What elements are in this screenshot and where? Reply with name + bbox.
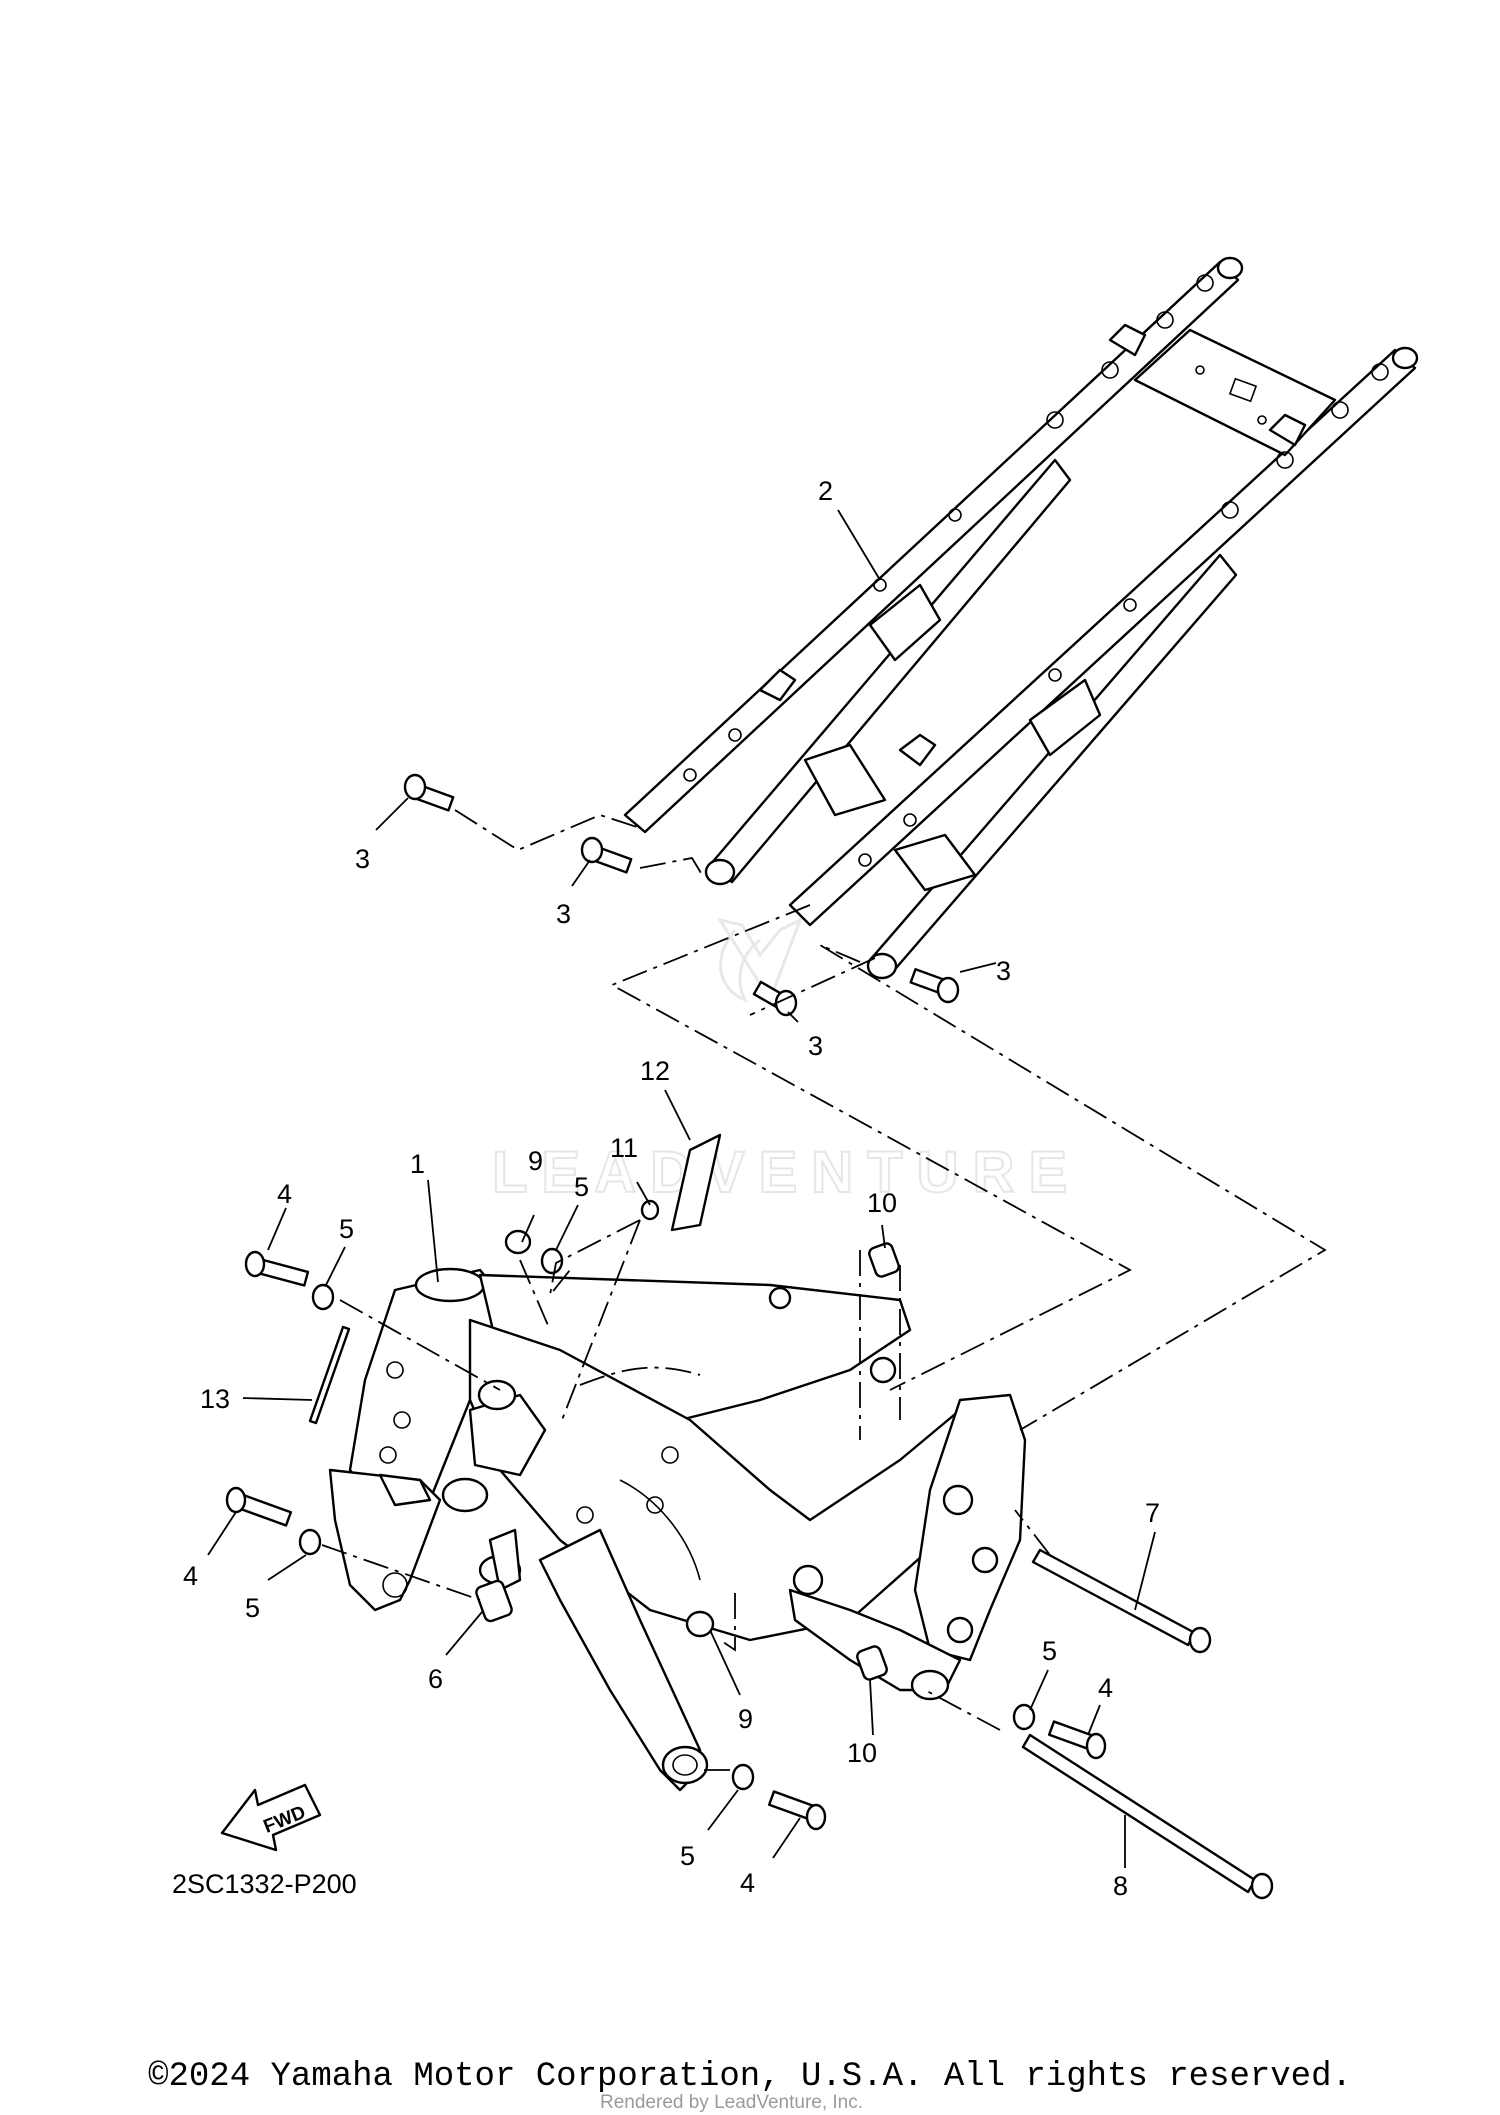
diagram-code: 2SC1332-P200 xyxy=(172,1869,357,1899)
callout-11: 11 xyxy=(610,1133,638,1163)
callout-5: 5 xyxy=(1042,1636,1057,1666)
callout-3: 3 xyxy=(355,844,370,874)
watermark-text: LEADVENTURE xyxy=(492,1140,1081,1205)
callout-5: 5 xyxy=(339,1214,354,1244)
callout-1: 1 xyxy=(410,1149,425,1179)
callout-3: 3 xyxy=(556,899,571,929)
rendered-by-text: Rendered by LeadVenture, Inc. xyxy=(600,2092,863,2113)
copyright-notice: ©2024 Yamaha Motor Corporation, U.S.A. A… xyxy=(148,2058,1352,2096)
callout-3: 3 xyxy=(996,956,1011,986)
callout-12: 12 xyxy=(640,1056,670,1086)
callout-labels: 1 2 3 3 3 3 4 4 4 4 5 5 5 5 5 6 7 8 9 9 … xyxy=(183,476,1160,1901)
fwd-arrow-icon: FWD xyxy=(220,1783,322,1852)
assembly-lines xyxy=(321,809,1327,1771)
callout-9: 9 xyxy=(528,1146,543,1176)
callout-13: 13 xyxy=(200,1384,230,1414)
callout-9: 9 xyxy=(738,1704,753,1734)
callout-4: 4 xyxy=(740,1868,755,1898)
callout-2: 2 xyxy=(818,476,833,506)
callout-6: 6 xyxy=(428,1664,443,1694)
callout-3: 3 xyxy=(808,1031,823,1061)
callout-4: 4 xyxy=(277,1179,292,1209)
hardware xyxy=(225,773,1274,1900)
callout-7: 7 xyxy=(1145,1498,1160,1528)
main-frame xyxy=(328,1267,1027,1792)
callout-4: 4 xyxy=(1098,1673,1113,1703)
callout-5: 5 xyxy=(245,1593,260,1623)
callout-5: 5 xyxy=(574,1172,589,1202)
callout-10: 10 xyxy=(847,1738,877,1768)
leadventure-watermark: LEADVENTURE xyxy=(491,916,1081,1206)
rear-subframe xyxy=(623,256,1419,980)
callout-5: 5 xyxy=(680,1841,695,1871)
callout-10: 10 xyxy=(867,1188,897,1218)
callout-8: 8 xyxy=(1113,1871,1128,1901)
leader-lines xyxy=(207,509,1156,1868)
callout-4: 4 xyxy=(183,1561,198,1591)
